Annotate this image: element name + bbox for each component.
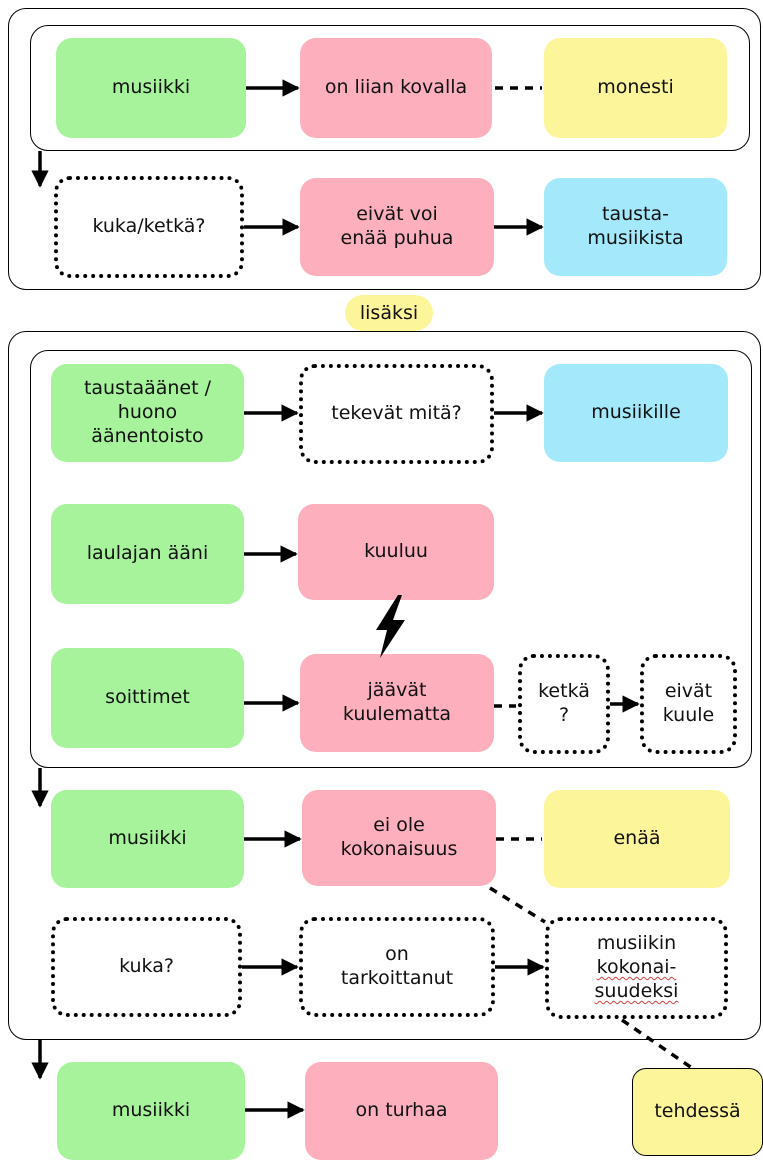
s1-row1-adverb: monesti <box>544 38 727 138</box>
section-2-inner-frame <box>30 350 752 768</box>
s2-row3-subject: soittimet <box>51 648 244 748</box>
s2-row3-who: ketkä ? <box>518 654 610 754</box>
s2-row3-predicate: jäävät kuulematta <box>300 654 494 752</box>
section-2-frame <box>8 331 761 1040</box>
s2-row3-not-hear: eivät kuule <box>640 654 737 754</box>
s2-row5-object-line3: suudeksi <box>594 979 679 1002</box>
s1-row1-subject: musiikki <box>56 38 246 138</box>
section-1-frame <box>8 8 761 290</box>
s1-row2-predicate: eivät voi enää puhua <box>300 178 494 276</box>
s3-adverb: tehdessä <box>632 1068 763 1156</box>
s1-row2-subject: kuka/ketkä? <box>54 176 244 278</box>
s2-row1-object: musiikille <box>544 364 728 462</box>
s3-subject: musiikki <box>57 1062 245 1160</box>
s2-row4-adverb: enää <box>544 790 730 888</box>
s2-row5-object-line2: kokonai- <box>596 956 677 979</box>
s1-row2-complement: tausta- musiikista <box>544 178 727 276</box>
s2-row5-object: musiikin kokonai- suudeksi <box>545 917 728 1019</box>
s2-row5-object-line1: musiikin <box>596 932 677 955</box>
s1-row1-predicate: on liian kovalla <box>300 38 492 138</box>
s2-row2-subject: laulajan ääni <box>51 504 244 604</box>
s2-row5-predicate: on tarkoittanut <box>299 917 495 1017</box>
s3-predicate: on turhaa <box>305 1062 498 1160</box>
s2-row1-subject: taustaäänet / huono äänentoisto <box>51 364 244 462</box>
section-1-inner-frame <box>30 25 750 151</box>
s2-row5-subject: kuka? <box>51 917 242 1017</box>
s2-row4-predicate: ei ole kokonaisuus <box>302 790 496 886</box>
s2-row1-predicate: tekevät mitä? <box>299 364 494 464</box>
s2-row2-predicate: kuuluu <box>298 504 494 600</box>
s2-row4-subject: musiikki <box>51 790 244 888</box>
connector-label: lisäksi <box>345 295 433 331</box>
